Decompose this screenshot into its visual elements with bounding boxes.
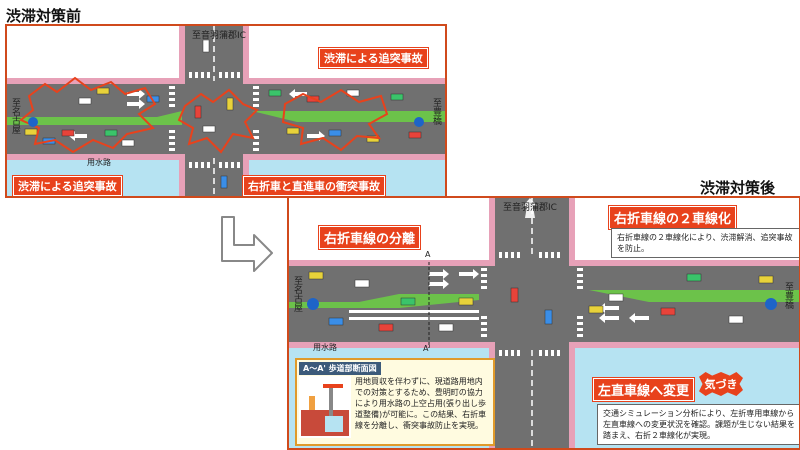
tag-rear-end-bottom: 渋滞による追突事故 (13, 176, 122, 196)
before-title: 渋滞対策前 (6, 7, 82, 25)
tag-right-turn-two-lane: 右折車線の２車線化 (609, 206, 737, 229)
tag-left-straight-lane: 左直車線へ変更 (593, 378, 695, 401)
cross-section-box: A～A' 歩道部断面図 用地買収を伴わずに、現道路用地内での対策とするため、豊明… (295, 358, 495, 446)
before-canal-label: 用水路 (87, 158, 111, 167)
before-right-direction: 至豊橋 (431, 98, 441, 125)
after-panel: 至音羽蒲郡IC 至名古屋 至豊橋 用水路 A A' 右折車線の分離 右折車線の２… (287, 196, 800, 450)
point-a-top: A (425, 250, 431, 259)
before-left-direction: 至名古屋 (10, 98, 20, 134)
tag-right-turn-collision: 右折車と直進車の衝突事故 (243, 176, 385, 196)
point-a-bottom: A' (423, 344, 431, 353)
cross-section-diagram (299, 376, 351, 438)
before-top-direction: 至音羽蒲郡IC (192, 31, 246, 41)
note-two-lane: 右折車線の２車線化により、渋滞解消、追突事故を防止。 (611, 228, 799, 258)
cross-section-text: 用地買収を伴わずに、現道路用地内での対策とするため、豊明町の協力により用水路の上… (355, 377, 487, 430)
transition-arrow-icon (221, 216, 273, 272)
before-road-map (7, 26, 445, 196)
tag-rear-end-top: 渋滞による追突事故 (319, 48, 428, 68)
tag-right-turn-separation: 右折車線の分離 (319, 226, 421, 249)
before-panel: 至音羽蒲郡IC 至名古屋 至豊橋 用水路 渋滞による追突事故 渋滞による追突事故… (5, 24, 447, 198)
after-canal-label: 用水路 (313, 343, 337, 352)
note-simulation: 交通シミュレーション分析により、左折専用車線から左直車線への変更状況を確認。課題… (597, 404, 799, 445)
kidzuki-badge: 気づき (699, 372, 743, 396)
after-right-direction: 至豊橋 (783, 282, 793, 309)
after-title: 渋滞対策後 (700, 179, 776, 197)
after-top-direction: 至音羽蒲郡IC (503, 203, 557, 213)
after-left-direction: 至名古屋 (292, 276, 302, 312)
cross-section-title: A～A' 歩道部断面図 (299, 362, 381, 375)
